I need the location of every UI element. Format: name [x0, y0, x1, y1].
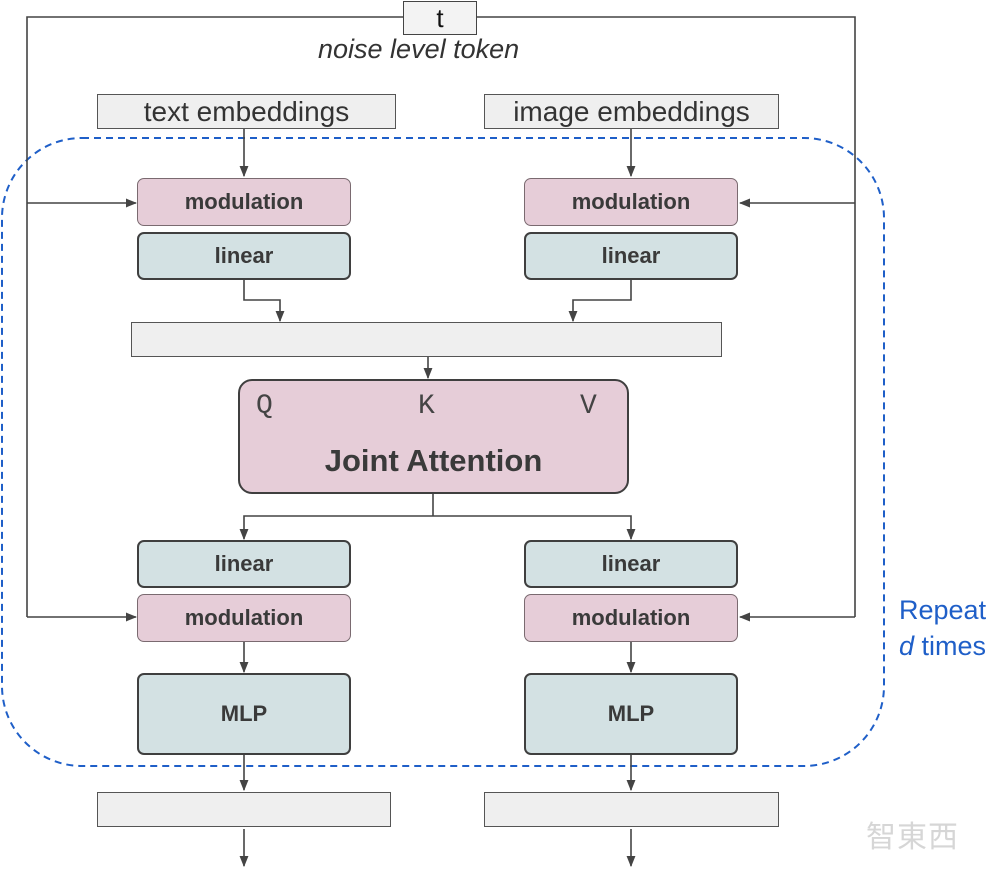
text-output-bar — [97, 792, 391, 827]
text-embeddings-box: text embeddings — [97, 94, 396, 129]
split-to-left-linear — [239, 515, 433, 541]
right-bottom-linear-label: linear — [601, 551, 661, 576]
repeat-times-word: times — [914, 631, 987, 661]
right-bottom-linear-block: linear — [524, 540, 738, 588]
left-top-modulation-block: modulation — [137, 178, 351, 226]
left-bottom-modulation-label: modulation — [184, 605, 304, 630]
right-bottom-modulation-block: modulation — [524, 594, 738, 642]
watermark-logo: 智東西 — [866, 820, 959, 855]
joint-attention-block: Q K V Joint Attention — [238, 379, 629, 494]
right-top-modulation-block: modulation — [524, 178, 738, 226]
noise-wire-top-right — [477, 16, 856, 617]
left-top-modulation-label: modulation — [184, 189, 304, 214]
right-top-linear-label: linear — [601, 243, 661, 268]
attention-v-label: V — [580, 391, 597, 422]
image-output-bar — [484, 792, 779, 827]
joint-attention-title: Joint Attention — [324, 443, 543, 478]
left-top-linear-block: linear — [137, 232, 351, 280]
right-mlp-block: MLP — [524, 673, 738, 755]
right-top-modulation-label: modulation — [571, 189, 691, 214]
repeat-d-times-label: Repeat d times — [899, 592, 986, 664]
left-bottom-modulation-block: modulation — [137, 594, 351, 642]
noise-wire-top-left — [26, 16, 403, 617]
noise-token-label: t — [436, 2, 444, 33]
text-embeddings-label: text embeddings — [143, 95, 350, 127]
left-linear-to-concat — [243, 280, 285, 323]
repeat-word: Repeat — [899, 595, 987, 625]
image-embeddings-box: image embeddings — [484, 94, 779, 129]
noise-token-box: t — [403, 1, 477, 35]
left-mlp-block: MLP — [137, 673, 351, 755]
left-top-linear-label: linear — [214, 243, 274, 268]
image-embeddings-label: image embeddings — [513, 95, 750, 127]
repeat-block-outline — [1, 137, 885, 767]
repeat-d-variable: d — [899, 631, 915, 661]
left-bottom-linear-label: linear — [214, 551, 274, 576]
right-mlp-label: MLP — [607, 701, 655, 726]
split-to-right-linear — [433, 515, 636, 541]
left-bottom-linear-block: linear — [137, 540, 351, 588]
concatenated-sequence-bar — [131, 322, 722, 357]
noise-level-caption: noise level token — [318, 34, 520, 64]
repeat-times-line: d times — [899, 628, 986, 664]
right-top-linear-block: linear — [524, 232, 738, 280]
right-bottom-modulation-label: modulation — [571, 605, 691, 630]
left-mlp-label: MLP — [220, 701, 268, 726]
attention-k-label: K — [418, 391, 435, 422]
right-linear-to-concat — [568, 280, 632, 323]
attention-q-label: Q — [256, 391, 273, 422]
